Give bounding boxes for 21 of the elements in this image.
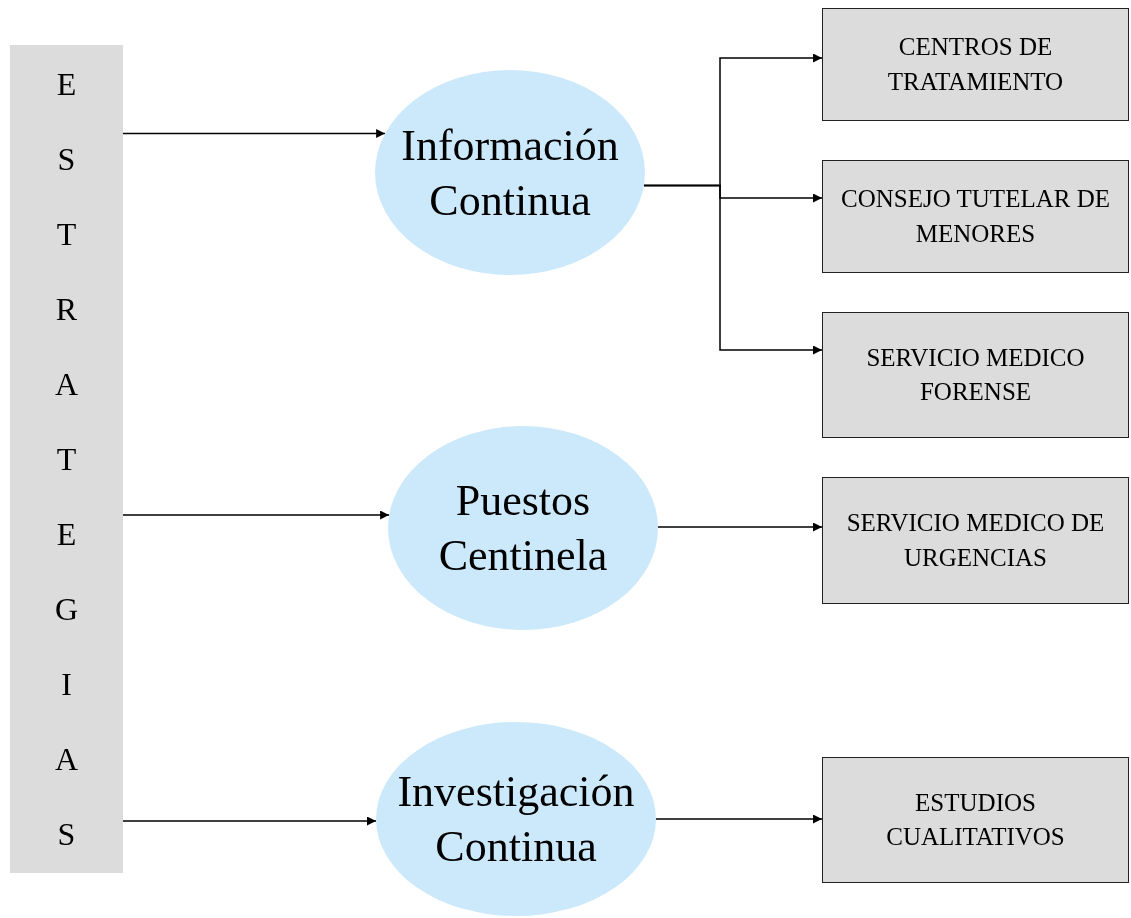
- node-label: ESTRATEGIAS: [53, 64, 80, 854]
- node-label: Información Continua: [400, 119, 620, 227]
- process-box: [822, 477, 1129, 604]
- process-box: [822, 757, 1129, 883]
- arrow: [122, 816, 377, 826]
- arrow: [655, 814, 823, 824]
- node-label: SERVICIO MEDICO FORENSE: [865, 342, 1086, 407]
- process-box: [822, 160, 1129, 273]
- arrow: [657, 522, 823, 532]
- arrow: [122, 129, 386, 138]
- node-label: CONSEJO TUTELAR DE MENORES: [840, 184, 1111, 249]
- arrow: [122, 510, 390, 520]
- node-label: Puestos Centinela: [437, 475, 609, 582]
- process-box: [822, 312, 1129, 438]
- node-label: SERVICIO MEDICO DE URGENCIAS: [845, 508, 1106, 573]
- process-box: [822, 8, 1129, 121]
- node-label: CENTROS DE TRATAMIENTO: [886, 32, 1065, 97]
- node-label: Investigación Continua: [396, 766, 636, 873]
- node-label: ESTUDIOS CUALITATIVOS: [885, 787, 1066, 852]
- strategy-bar: [10, 45, 123, 873]
- arrow: [643, 184, 823, 355]
